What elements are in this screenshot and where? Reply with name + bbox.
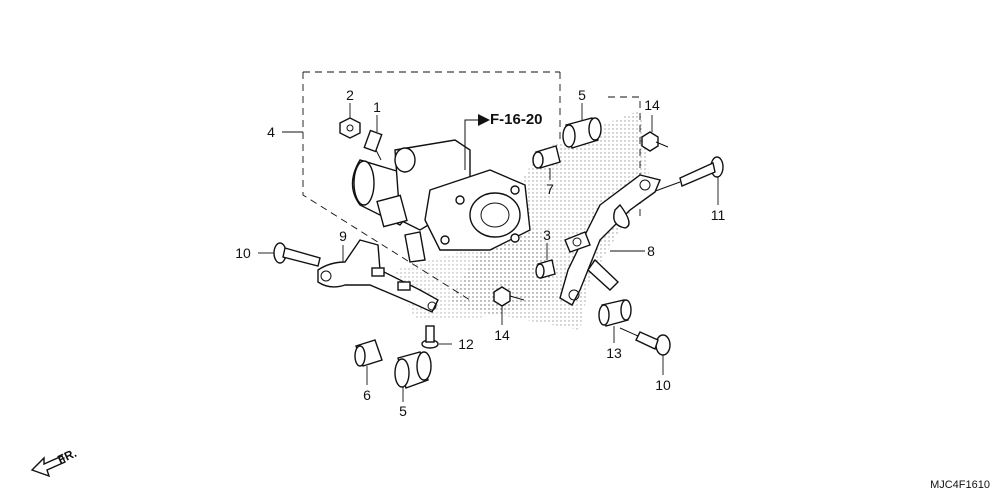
grommet-part-13 — [598, 299, 632, 327]
callout-5-top: 5 — [578, 87, 586, 103]
callout-3: 3 — [543, 227, 551, 243]
assembly-4-dashed-outline — [302, 71, 561, 301]
screw-part-1 — [363, 129, 383, 161]
callout-8: 8 — [647, 243, 655, 259]
grommet-part-5-bottom — [394, 351, 432, 389]
bolt-part-10-left — [273, 242, 321, 267]
callout-9: 9 — [339, 228, 347, 244]
diagram-code: MJC4F1610 — [930, 479, 990, 491]
nut-part-2 — [339, 117, 361, 139]
callout-13: 13 — [606, 345, 622, 361]
callout-14-bottom: 14 — [494, 327, 510, 343]
mount-plate — [564, 231, 591, 253]
callout-7: 7 — [546, 181, 554, 197]
bolt-part-14-bottom — [493, 286, 525, 307]
bracket-part-9 — [317, 239, 439, 313]
callout-1: 1 — [373, 99, 381, 115]
shift-actuator-assembly — [351, 139, 531, 263]
callout-4: 4 — [267, 124, 275, 140]
collar-part-3 — [535, 259, 556, 279]
front-direction-arrow — [30, 455, 66, 478]
screw-part-12 — [421, 325, 439, 349]
callout-11: 11 — [711, 207, 726, 223]
callout-2: 2 — [346, 87, 354, 103]
collar-part-7 — [532, 145, 561, 169]
callout-12: 12 — [458, 336, 474, 352]
bracket-part-8 — [559, 174, 661, 306]
reference-arrow — [464, 114, 490, 170]
bolt-part-14-top — [641, 131, 669, 152]
bolt-part-10-right — [619, 327, 671, 356]
collar-part-6 — [354, 339, 383, 367]
bolt-part-11 — [649, 156, 724, 194]
callout-6: 6 — [363, 387, 371, 403]
callout-14-top: 14 — [644, 97, 660, 113]
callout-10-right: 10 — [655, 377, 671, 393]
callout-10-left: 10 — [235, 245, 251, 261]
callout-5-bottom: 5 — [399, 403, 407, 419]
grommet-part-5-top — [562, 117, 602, 149]
front-direction-label: FR. — [55, 446, 78, 467]
reference-label: F-16-20 — [490, 111, 543, 128]
